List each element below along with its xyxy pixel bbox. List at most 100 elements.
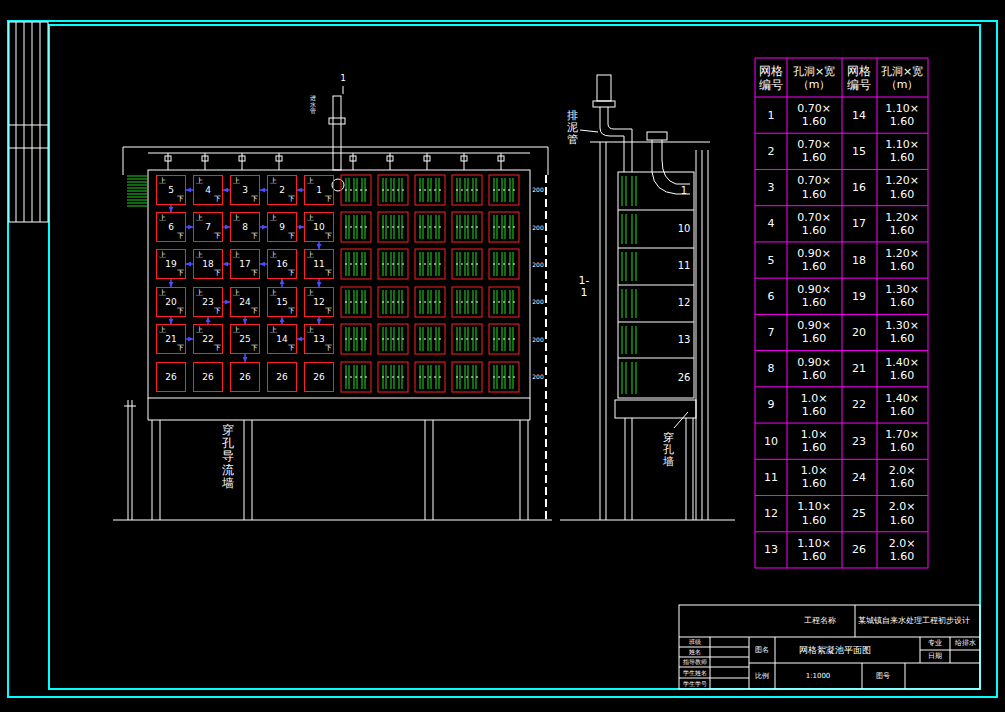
cell-number: 2 [279, 186, 285, 195]
mesh-bar [502, 252, 503, 276]
title-block-line [679, 637, 980, 638]
compartment-number: 1 [681, 186, 687, 196]
valve-symbol [461, 156, 467, 161]
column [686, 418, 687, 520]
flow-direction-mark: 上 [196, 252, 203, 259]
title-block-text: 图名 [755, 647, 769, 654]
mesh-cell [452, 175, 482, 205]
flow-direction-mark: 上 [159, 327, 166, 334]
table-cell: 1.10× 1.60 [878, 138, 926, 164]
table-cell: 2.0× 1.60 [878, 464, 926, 490]
flow-arrow [297, 189, 304, 191]
mesh-cell [378, 324, 408, 354]
title-block-text: 学生学号 [683, 681, 707, 687]
table-line [755, 97, 928, 98]
mesh-bar [423, 365, 424, 389]
title-block-text: 某城镇自来水处理工程初步设计 [858, 617, 970, 625]
flow-direction-mark: 上 [307, 178, 314, 185]
flow-arrow [170, 317, 172, 324]
mesh-bar [428, 365, 429, 389]
mesh-bar [493, 190, 515, 191]
annotation: 进水管 [310, 95, 316, 115]
title-block-text: 指导教师 [683, 659, 707, 665]
mesh-bar [382, 339, 404, 340]
title-block-line [679, 657, 749, 658]
generated-drawing [127, 58, 928, 568]
mesh-bar [428, 178, 429, 202]
flow-arrow [223, 226, 230, 228]
mesh-bar [636, 289, 637, 318]
flow-direction-mark: 上 [159, 290, 166, 297]
title-block-line [749, 663, 980, 664]
flow-arrow [318, 317, 320, 324]
mesh-bar [460, 215, 461, 239]
flow-direction-mark: 下 [214, 196, 221, 203]
valve-symbol [276, 156, 282, 161]
flow-direction-mark: 下 [177, 270, 184, 277]
mesh-cell [489, 212, 519, 242]
column [160, 420, 161, 520]
mesh-bar [493, 264, 515, 265]
flow-arrow [260, 226, 267, 228]
mesh-cell [415, 324, 445, 354]
ground-line [113, 520, 552, 521]
cell-number: 11 [313, 260, 324, 269]
column [433, 420, 434, 520]
table-cell: 21 [852, 363, 866, 374]
mesh-bar [465, 290, 466, 314]
mesh-bar [423, 215, 424, 239]
stair-tread [127, 179, 148, 180]
mesh-cell [378, 212, 408, 242]
mesh-bar [419, 339, 441, 340]
mesh-bar [423, 252, 424, 276]
strip-line [24, 22, 25, 222]
stair-tread [127, 197, 148, 198]
mesh-bar [345, 190, 367, 191]
table-cell: 0.90× 1.60 [789, 356, 839, 382]
table-cell: 15 [852, 146, 866, 157]
mesh-cell [452, 362, 482, 392]
cell-number: 26 [165, 373, 176, 382]
cell-number: 25 [239, 335, 250, 344]
cell-number: 23 [202, 298, 213, 307]
flow-direction-mark: 下 [177, 196, 184, 203]
flow-direction-mark: 下 [177, 345, 184, 352]
flow-arrow [186, 338, 193, 340]
mesh-bar [386, 365, 387, 389]
title-block-line [862, 663, 863, 689]
flow-direction-mark: 下 [177, 233, 184, 240]
mesh-bar [349, 215, 350, 239]
flow-direction-mark: 上 [233, 252, 240, 259]
table-cell: 0.70× 1.60 [789, 102, 839, 128]
wall [702, 150, 703, 520]
flow-direction-mark: 上 [196, 327, 203, 334]
table-line [755, 241, 928, 242]
mesh-bar [386, 327, 387, 351]
title-block-line [710, 637, 711, 689]
table-cell: 2.0× 1.60 [878, 500, 926, 526]
flow-direction-mark: 下 [214, 270, 221, 277]
mesh-cell [415, 175, 445, 205]
mesh-cell [415, 287, 445, 317]
compartment-line [618, 210, 694, 211]
cell-number: 26 [313, 373, 324, 382]
flow-direction-mark: 下 [251, 233, 258, 240]
mesh-cell [489, 249, 519, 279]
mesh-bar [632, 252, 633, 281]
mesh-bar [382, 302, 404, 303]
flow-arrow [186, 263, 193, 265]
mesh-bar [465, 327, 466, 351]
mesh-bar [636, 252, 637, 281]
flow-direction-mark: 上 [233, 215, 240, 222]
strip-box [9, 22, 48, 222]
mesh-bar [493, 339, 515, 340]
mesh-cell [415, 212, 445, 242]
grid-cell: 26 [193, 362, 223, 392]
strip-line [32, 22, 33, 222]
wall [708, 150, 709, 520]
flow-direction-mark: 上 [196, 290, 203, 297]
strip-line [9, 125, 48, 126]
mesh-bar [419, 227, 441, 228]
table-line [755, 205, 928, 206]
